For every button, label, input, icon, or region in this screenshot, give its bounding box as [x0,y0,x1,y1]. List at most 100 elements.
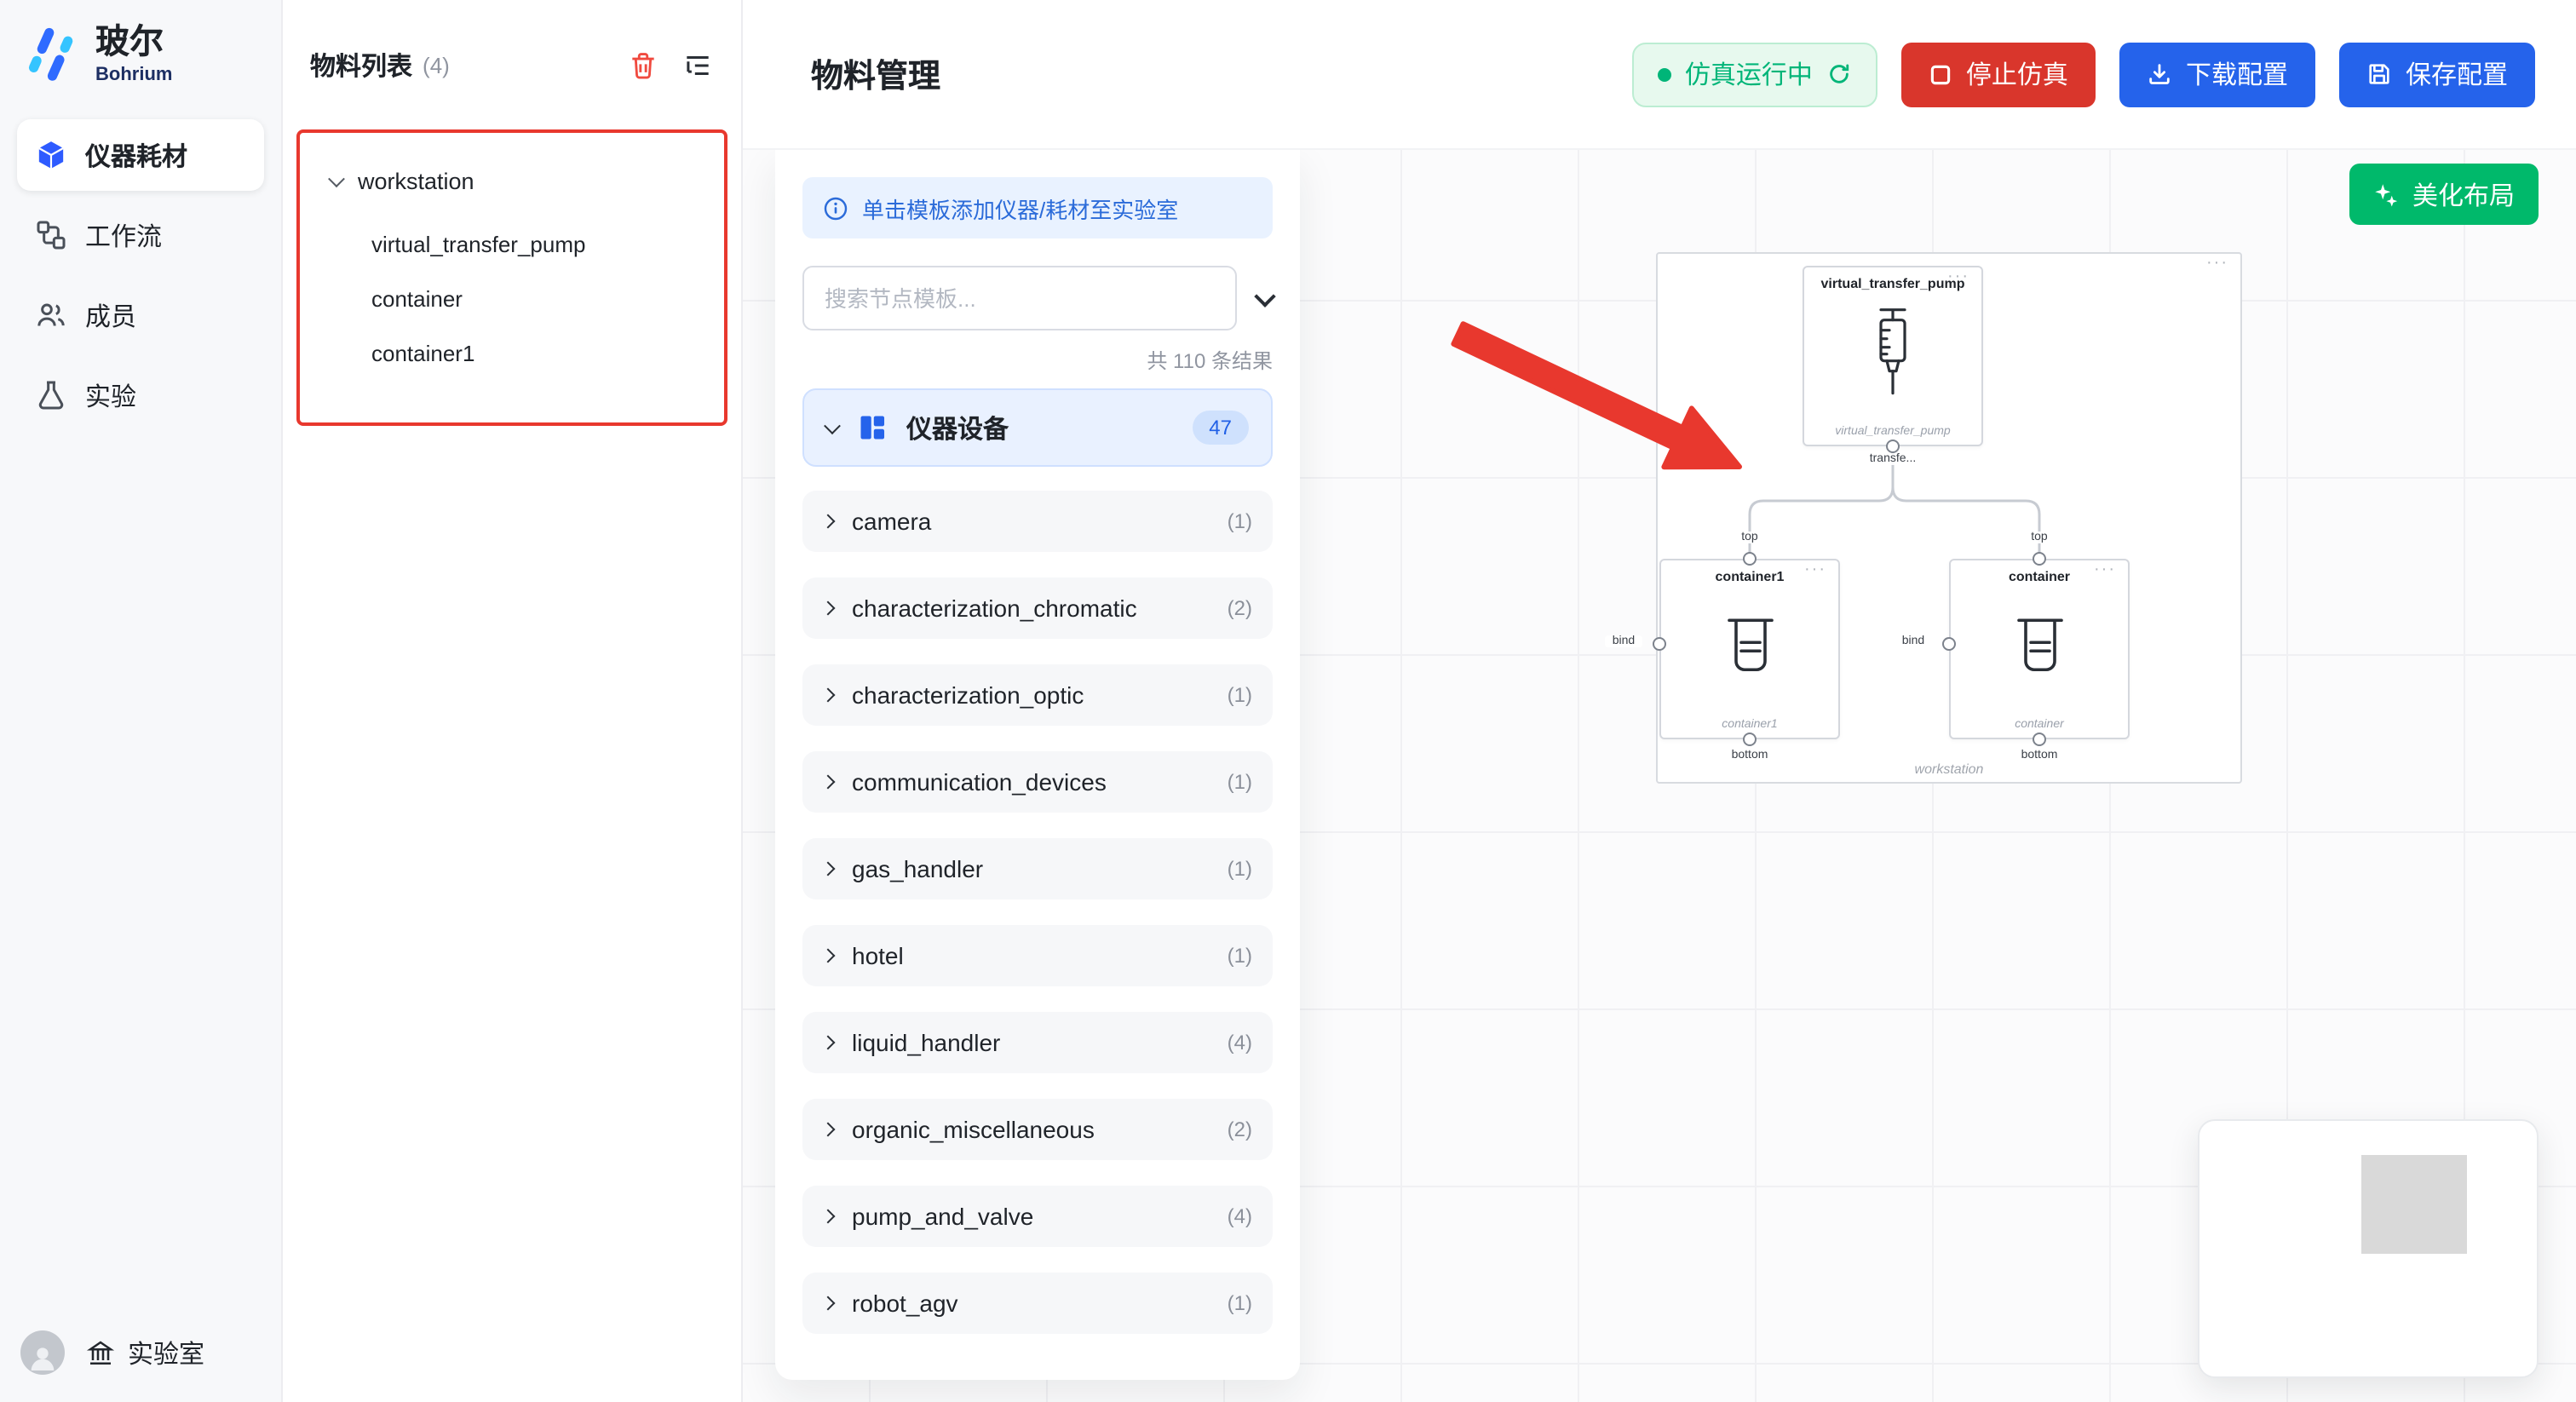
node-title: container [2008,569,2070,584]
template-item-count: (4) [1227,1031,1252,1054]
sidebar-item-instruments[interactable]: 仪器耗材 [17,119,264,191]
template-list: camera (1) characterization_chromatic (2… [802,491,1273,1334]
collapse-chevron-icon[interactable] [1254,284,1276,307]
more-icon[interactable]: ··· [1804,560,1826,579]
template-item-count: (4) [1227,1204,1252,1228]
node-virtual-transfer-pump[interactable]: virtual_transfer_pump ··· virtual_transf… [1803,266,1983,446]
template-item-label: liquid_handler [852,1029,1001,1056]
port-pump-bottom[interactable] [1886,440,1900,453]
template-item-count: (2) [1227,596,1252,620]
materials-tree: workstation virtual_transfer_pump contai… [283,158,741,380]
template-item-camera[interactable]: camera (1) [802,491,1273,552]
port-container1-top[interactable] [1743,552,1757,566]
template-item-label: gas_handler [852,855,984,882]
sidebar-item-label: 工作流 [85,222,163,251]
node-title: container1 [1715,569,1785,584]
chevron-right-icon [820,774,836,790]
brand-text: 玻尔 Bohrium [95,24,173,84]
category-instrument-devices[interactable]: 仪器设备 47 [802,388,1273,467]
download-config-button[interactable]: 下载配置 [2119,42,2315,106]
template-item-label: characterization_optic [852,681,1084,709]
template-item-gas-handler[interactable]: gas_handler (1) [802,838,1273,899]
category-grid-icon [860,416,885,440]
brand: 玻尔 Bohrium [0,0,281,119]
simulation-status-badge[interactable]: 仿真运行中 [1631,42,1877,106]
sidebar-item-workflow[interactable]: 工作流 [17,199,264,271]
download-label: 下载配置 [2185,61,2288,90]
port-container-top[interactable] [2033,552,2046,566]
stop-simulation-button[interactable]: 停止仿真 [1900,42,2096,106]
minimap-viewport-block [2361,1155,2467,1254]
port-container1-bottom[interactable] [1743,733,1757,746]
tree-leaf-label: container1 [371,340,475,365]
list-tree-icon[interactable] [681,49,714,82]
save-config-button[interactable]: 保存配置 [2338,42,2535,106]
template-item-label: organic_miscellaneous [852,1116,1095,1143]
flow-canvas[interactable]: 单击模板添加仪器/耗材至实验室 共 110 条结果 仪器设备 47 [743,150,2576,1402]
port-container-bottom[interactable] [2033,733,2046,746]
port-container1-bind[interactable] [1653,637,1666,651]
node-title: virtual_transfer_pump [1820,276,1965,291]
tree-node-workstation[interactable]: workstation [283,158,741,203]
chevron-right-icon [820,687,836,703]
chevron-right-icon [820,1035,836,1050]
template-item-robot-agv[interactable]: robot_agv (1) [802,1273,1273,1334]
tree-leaf-container1[interactable]: container1 [283,325,741,380]
materials-header: 物料列表 (4) [283,0,741,101]
cube-icon [38,141,64,169]
template-panel: 单击模板添加仪器/耗材至实验室 共 110 条结果 仪器设备 47 [775,150,1300,1380]
node-container1[interactable]: container1 ··· container1 [1659,559,1840,739]
syringe-icon [1879,308,1906,395]
sidebar-item-label: 实验 [85,382,137,411]
tree-leaf-label: virtual_transfer_pump [371,231,586,256]
template-item-count: (1) [1227,683,1252,707]
banner-text: 单击模板添加仪器/耗材至实验室 [862,197,1179,222]
template-hint-banner[interactable]: 单击模板添加仪器/耗材至实验室 [802,177,1273,238]
chevron-down-icon [328,170,345,187]
materials-count: (4) [423,53,450,78]
beaker-icon [1728,618,1774,672]
stop-icon [1930,64,1951,84]
lab-switcher[interactable]: 实验室 [85,1335,204,1370]
port-container-bind[interactable] [1942,637,1956,651]
sidebar-item-experiments[interactable]: 实验 [17,359,264,431]
search-row [802,266,1276,330]
save-icon [2369,64,2389,84]
template-item-liquid-handler[interactable]: liquid_handler (4) [802,1012,1273,1073]
trash-icon[interactable] [627,49,659,82]
sidebar-item-members[interactable]: 成员 [17,279,264,351]
template-item-characterization-chromatic[interactable]: characterization_chromatic (2) [802,577,1273,639]
search-input[interactable] [802,266,1237,330]
more-icon[interactable]: ··· [2094,560,2116,579]
save-label: 保存配置 [2405,61,2508,90]
category-label: 仪器设备 [906,415,1009,444]
template-item-count: (1) [1227,509,1252,533]
refresh-icon[interactable] [1826,61,1852,87]
template-item-label: pump_and_valve [852,1203,1034,1230]
user-avatar[interactable] [20,1330,65,1375]
node-container[interactable]: container ··· container [1949,559,2130,739]
brand-subtitle: Bohrium [95,64,173,84]
template-item-communication-devices[interactable]: communication_devices (1) [802,751,1273,813]
template-item-pump-and-valve[interactable]: pump_and_valve (4) [802,1186,1273,1247]
chevron-down-icon [824,417,841,434]
node-subtitle: container [2015,719,2064,731]
template-item-characterization-optic[interactable]: characterization_optic (1) [802,664,1273,726]
template-item-organic-miscellaneous[interactable]: organic_miscellaneous (2) [802,1099,1273,1160]
tree-leaf-virtual-transfer-pump[interactable]: virtual_transfer_pump [283,216,741,271]
port-label-transfer: transfe... [1855,453,1930,465]
lab-label: 实验室 [128,1340,205,1369]
minimap[interactable] [2198,1119,2539,1378]
tree-leaf-container[interactable]: container [283,271,741,325]
materials-actions [627,49,714,82]
more-icon[interactable]: ··· [1947,267,1969,286]
chevron-right-icon [820,861,836,876]
results-count: 共 110 条结果 [1147,349,1273,373]
beautify-layout-button[interactable]: 美化布局 [2349,164,2539,225]
topbar: 物料管理 仿真运行中 停止仿真 下载配置 [743,0,2576,150]
template-item-hotel[interactable]: hotel (1) [802,925,1273,986]
more-icon[interactable]: ··· [2206,254,2228,273]
sidebar-item-label: 成员 [85,302,137,331]
template-item-label: communication_devices [852,768,1107,796]
